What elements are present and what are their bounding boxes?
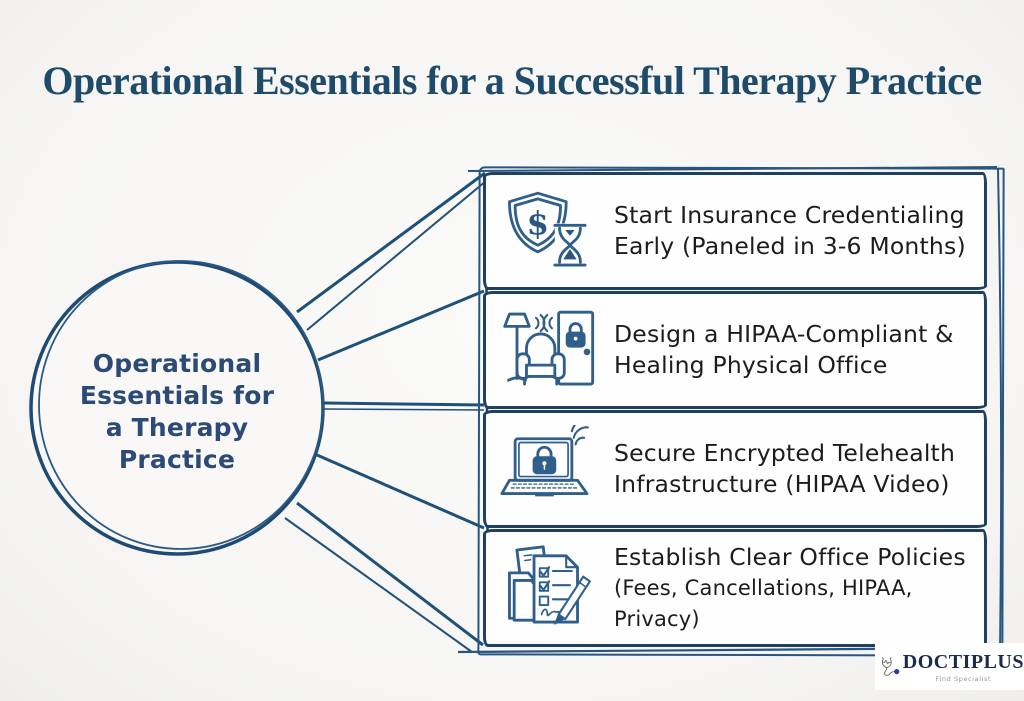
item-line-1: Secure Encrypted Telehealth — [614, 439, 956, 467]
stethoscope-icon — [881, 656, 900, 676]
center-line: Operational — [92, 349, 262, 378]
center-circle-sketch-line — [38, 260, 324, 550]
item-line-1: Establish Clear Office Policies — [614, 542, 966, 571]
panel-top-sketch-line — [467, 166, 998, 172]
logo-tagline: Find Specialist — [935, 674, 992, 683]
item-text: Start Insurance Credentialing Early (Pan… — [614, 200, 966, 262]
brand-logo: DOCTIPLUS Find Specialist — [875, 643, 1024, 690]
policy-documents-pen-icon — [498, 544, 606, 632]
shield-dollar-hourglass-icon: $ — [498, 187, 606, 275]
panel-right-sketch-line — [997, 168, 1003, 654]
page-title: Operational Essentials for a Successful … — [42, 58, 982, 103]
item-line-1: Design a HIPAA-Compliant & — [614, 320, 954, 348]
item-box-insurance-credentialing: $ Start Insurance Credentialing Early (P… — [483, 172, 987, 290]
item-text: Establish Clear Office Policies (Fees, C… — [614, 542, 984, 635]
item-box-physical-office: Design a HIPAA-Compliant & Healing Physi… — [483, 291, 987, 409]
svg-text:$: $ — [527, 204, 549, 242]
item-line-1: Start Insurance Credentialing — [614, 201, 965, 229]
center-line: Essentials for — [79, 381, 275, 410]
item-line-2: Infrastructure (HIPAA Video) — [614, 470, 950, 498]
center-node-label: Operational Essentials for a Therapy Pra… — [52, 348, 302, 476]
item-text: Secure Encrypted Telehealth Infrastructu… — [614, 438, 955, 500]
item-box-telehealth: Secure Encrypted Telehealth Infrastructu… — [483, 410, 987, 528]
item-line-2: Healing Physical Office — [614, 351, 888, 379]
center-line: a Therapy — [105, 413, 249, 442]
connector-lines — [284, 171, 487, 653]
item-line-2: Early (Paneled in 3-6 Months) — [614, 232, 966, 260]
item-box-office-policies: Establish Clear Office Policies (Fees, C… — [483, 529, 987, 647]
logo-brand-name: DOCTIPLUS — [902, 650, 1024, 673]
logo-chestpiece-dot — [894, 668, 900, 674]
laptop-encrypted-lock-icon — [498, 425, 606, 513]
center-line: Practice — [118, 445, 236, 474]
item-text: Design a HIPAA-Compliant & Healing Physi… — [614, 319, 954, 381]
logo-text-column: DOCTIPLUS Find Specialist — [903, 651, 1024, 683]
item-line-2: (Fees, Cancellations, HIPAA, Privacy) — [614, 575, 913, 631]
therapy-office-room-icon — [498, 306, 606, 394]
